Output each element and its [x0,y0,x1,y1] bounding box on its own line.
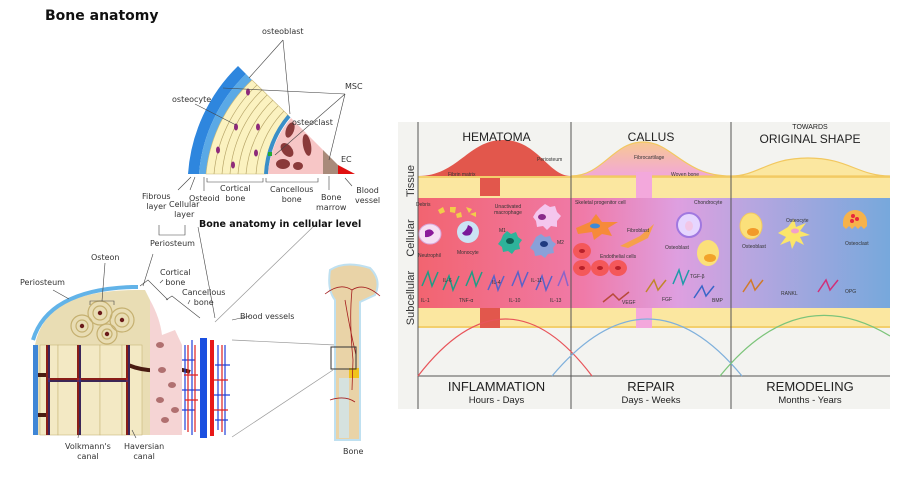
label-monocyte: Monocyte [457,250,479,256]
phase-remodeling: REMODELING [766,379,854,394]
label-bone-marrow: Bone marrow [316,193,347,212]
label-skeletal-progenitor-cell: Skeletal progenitor cell [575,200,626,206]
cortex-band-top [418,176,890,198]
label-periosteum-rp: Periosteum [537,157,563,163]
remodeling-curve [719,314,890,377]
label-blood-vessels: Blood vessels [240,312,295,321]
bone-anatomy-illustration [31,39,381,441]
label-vegf: VEGF [622,300,636,306]
label-chondrocyte: Chondrocyte [694,200,723,206]
label-bmp: BMP [712,298,723,304]
remodeling-mound [730,157,890,177]
long-bone-illustration [324,263,381,441]
phase-repair: REPAIR [627,379,675,394]
label-cortical-bone-tissue: Cortical bone [160,268,191,287]
label-cancellous-bone: Cancellous bone [270,185,314,204]
osteoclast-marker [268,152,272,156]
label-il-10: IL-10 [509,298,521,304]
stage-header-hematoma: HEMATOMA [462,130,531,144]
label-osteoblast-callus: Osteoblast [665,245,689,251]
callus-cells [573,212,719,276]
label-blood-vessel: Blood vessel [355,186,381,205]
label-fgf: FGF [662,297,672,303]
hematoma-mound [418,140,571,176]
growth-plate [349,368,359,378]
label-osteoid: Osteoid [189,194,220,203]
cellular-wedge-diagram [158,39,355,236]
callus-mound [570,141,732,177]
label-rankl: RANKL [781,291,798,297]
label-fibrin-matrix: Fibrin matrix [448,172,476,178]
stage-header-original-shape: ORIGINAL SHAPE [759,132,861,146]
label-neutrophil: Neutrophil [418,253,441,259]
duration-remodeling: Months - Years [778,395,842,406]
label-ec: EC [341,155,352,164]
label-m1: M1 [499,228,506,234]
row-label-tissue: Tissue [405,165,417,197]
label-periosteum-bracket: Periosteum [150,239,195,248]
fracture-healing-figure [398,122,890,409]
label-osteoblast-remodeling: Osteoblast [742,244,766,250]
label-fibrous-layer: Fibrous layer [142,192,171,211]
label-il-11: IL-11 [531,278,543,284]
artery [210,340,214,436]
label-osteocyte: osteocyte [172,95,212,104]
label-haversian-canal: Haversian canal [124,442,165,461]
label-cellular-layer: Cellular layer [169,200,200,219]
vein [200,338,207,438]
label-opg: OPG [845,289,857,295]
label-tnf-alpha: TNF-α [459,298,474,304]
row-label-cellular: Cellular [405,219,417,257]
label-volkmanns-canal: Volkmann's canal [65,442,111,461]
label-m2: M2 [557,240,564,246]
label-tgf-beta: TGF-β [690,274,705,280]
blood-vessel-red [338,165,355,174]
cortex-band-bottom [418,308,890,328]
cellular-layer [199,74,252,174]
inflammation-curve [417,318,593,377]
label-il-13: IL-13 [550,298,562,304]
duration-inflammation: Hours - Days [468,395,525,406]
label-osteoblast: osteoblast [262,27,304,36]
label-endothelial-cells: Endothelial cells [600,254,637,260]
molecule-glyphs [421,267,839,303]
hematoma-cells [418,204,561,258]
label-osteon: Osteon [91,253,120,262]
label-cortical-bone: Cortical bone [220,184,251,203]
duration-repair: Days - Weeks [621,395,681,406]
stage-header-towards: TOWARDS [792,124,828,131]
zoom-box [330,346,357,370]
label-fibrocartilage: Fibrocartilage [634,155,665,161]
cellular-band [418,198,890,308]
label-periosteum-left: Periosteum [20,278,65,287]
cortical-cancellous-illustration [31,224,336,439]
label-il-4: IL-4 [492,280,501,286]
label-fibroblast: Fibroblast [627,228,649,234]
label-unactivated-macrophage: Unactivated macrophage [494,204,522,216]
remodeling-cells [739,210,867,249]
label-cancellous-bone-tissue: Cancellous bone [182,288,226,307]
label-il-1: IL-1 [421,298,430,304]
label-osteocyte-remodeling: Osteocyte [786,218,809,224]
label-il-6: IL-6 [443,278,452,284]
phase-inflammation: INFLAMMATION [447,379,546,394]
label-msc: MSC [345,82,363,91]
fibrous-layer [188,66,246,174]
label-osteoclast: osteoclast [292,118,333,127]
label-woven-bone: Woven bone [671,172,699,178]
row-label-subcellular: Subcellular [405,270,417,326]
cellular-level-title: Bone anatomy in cellular level [199,219,362,230]
bone-anatomy-title: Bone anatomy [45,8,159,24]
label-debris: Debris [416,202,431,208]
bone-marrow [323,150,338,174]
label-bone: Bone [343,447,364,456]
label-osteoclast-remodeling: Osteoclast [845,241,869,247]
repair-curve [551,318,743,377]
periosteum-layer [31,285,138,341]
stage-header-callus: CALLUS [627,130,675,144]
